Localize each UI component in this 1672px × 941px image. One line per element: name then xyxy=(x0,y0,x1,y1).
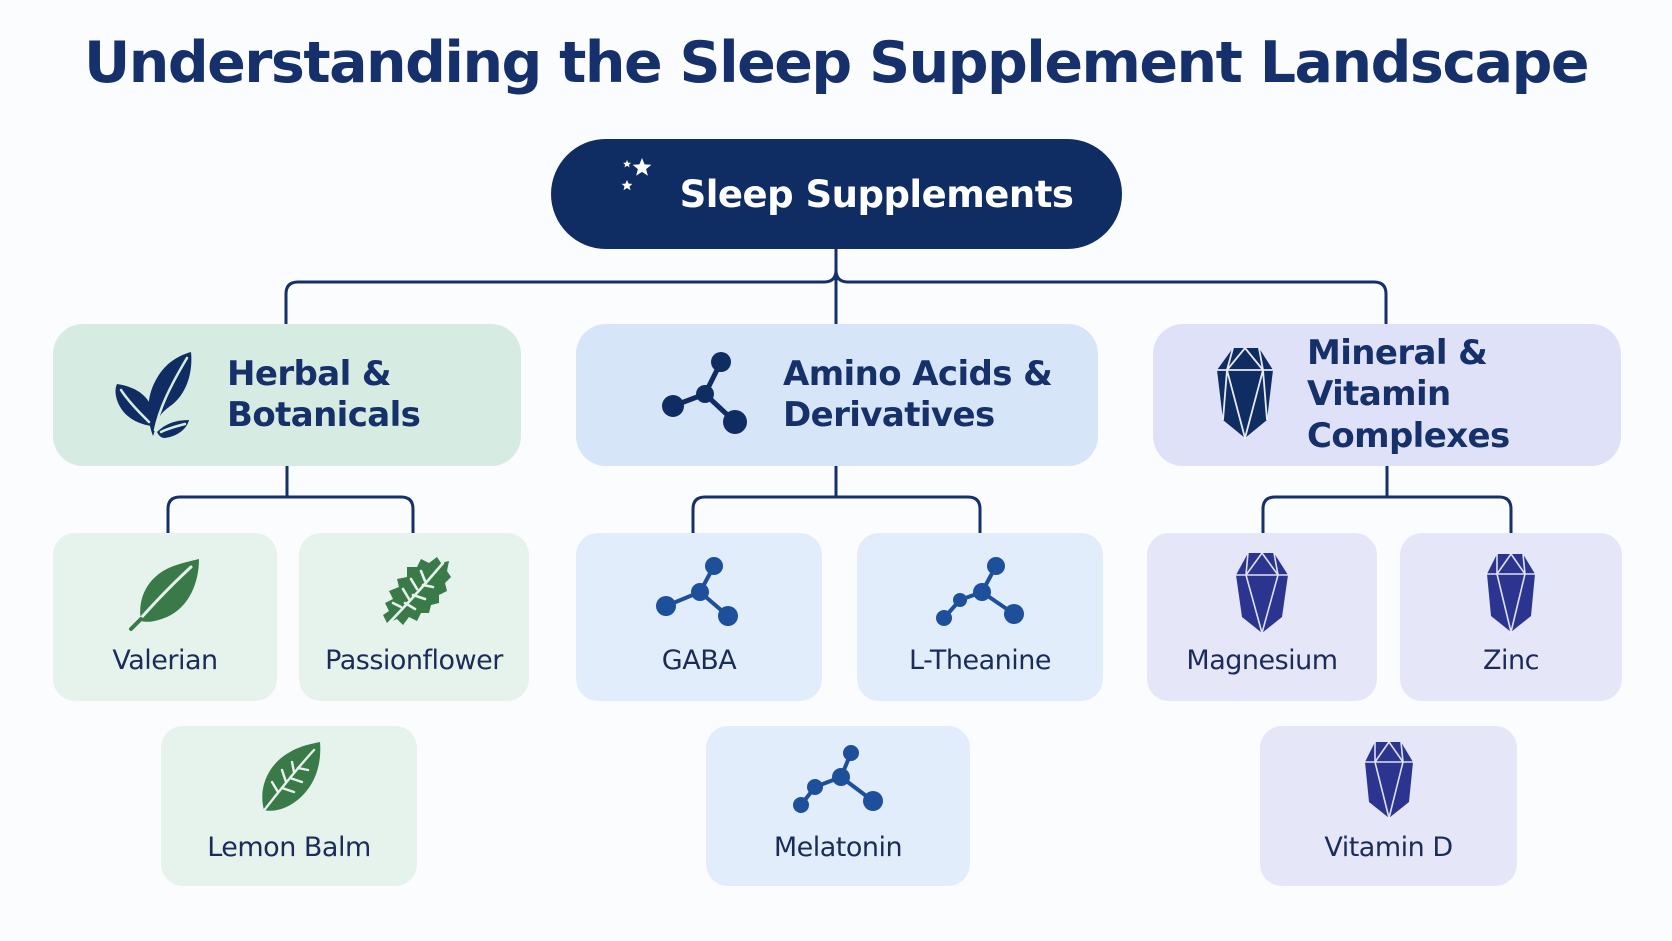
crystal-icon xyxy=(1215,346,1275,444)
item-gaba: GABA xyxy=(576,533,822,701)
category-herbal: Herbal & Botanicals xyxy=(53,324,521,466)
item-label: GABA xyxy=(661,645,737,676)
molecule-icon xyxy=(659,350,751,440)
item-label: Vitamin D xyxy=(1324,832,1453,863)
root-connector xyxy=(284,249,1388,324)
item-label: L-Theanine xyxy=(909,645,1051,676)
crystal-icon xyxy=(1234,552,1290,634)
root-label: Sleep Supplements xyxy=(679,172,1074,216)
category-label: Amino Acids & Derivatives xyxy=(783,353,1053,435)
molecule-icon xyxy=(934,553,1026,633)
item-passionflower: Passionflower xyxy=(299,533,529,701)
leaf-icon xyxy=(127,553,203,633)
plant-leaves-icon xyxy=(113,348,193,442)
root-node: Sleep Supplements xyxy=(551,139,1122,249)
item-melatonin: Melatonin xyxy=(706,726,970,886)
category-amino: Amino Acids & Derivatives xyxy=(576,324,1098,466)
item-l-theanine: L-Theanine xyxy=(857,533,1103,701)
item-valerian: Valerian xyxy=(53,533,277,701)
page-title: Understanding the Sleep Supplement Lands… xyxy=(83,30,1590,96)
item-zinc: Zinc xyxy=(1400,533,1622,701)
mineral-connector xyxy=(1261,466,1513,533)
amino-connector xyxy=(691,466,982,533)
category-label: Mineral & Vitamin Complexes xyxy=(1307,332,1510,456)
category-mineral: Mineral & Vitamin Complexes xyxy=(1153,324,1621,466)
item-label: Magnesium xyxy=(1186,645,1338,676)
leaf-icon xyxy=(254,740,324,820)
item-magnesium: Magnesium xyxy=(1147,533,1377,701)
item-label: Zinc xyxy=(1483,645,1539,676)
herbal-connector xyxy=(166,466,415,533)
crystal-icon xyxy=(1363,740,1415,820)
serrated-leaf-icon xyxy=(375,553,453,633)
molecule-icon xyxy=(654,553,744,633)
item-label: Lemon Balm xyxy=(207,832,371,863)
item-label: Passionflower xyxy=(325,645,503,676)
item-label: Melatonin xyxy=(773,832,903,863)
moon-stars-icon xyxy=(582,154,660,234)
item-lemon-balm: Lemon Balm xyxy=(161,726,417,886)
molecule-icon xyxy=(791,740,885,820)
crystal-icon xyxy=(1485,553,1537,633)
item-label: Valerian xyxy=(112,645,218,676)
item-vitamin-d: Vitamin D xyxy=(1260,726,1517,886)
category-label: Herbal & Botanicals xyxy=(227,353,421,435)
